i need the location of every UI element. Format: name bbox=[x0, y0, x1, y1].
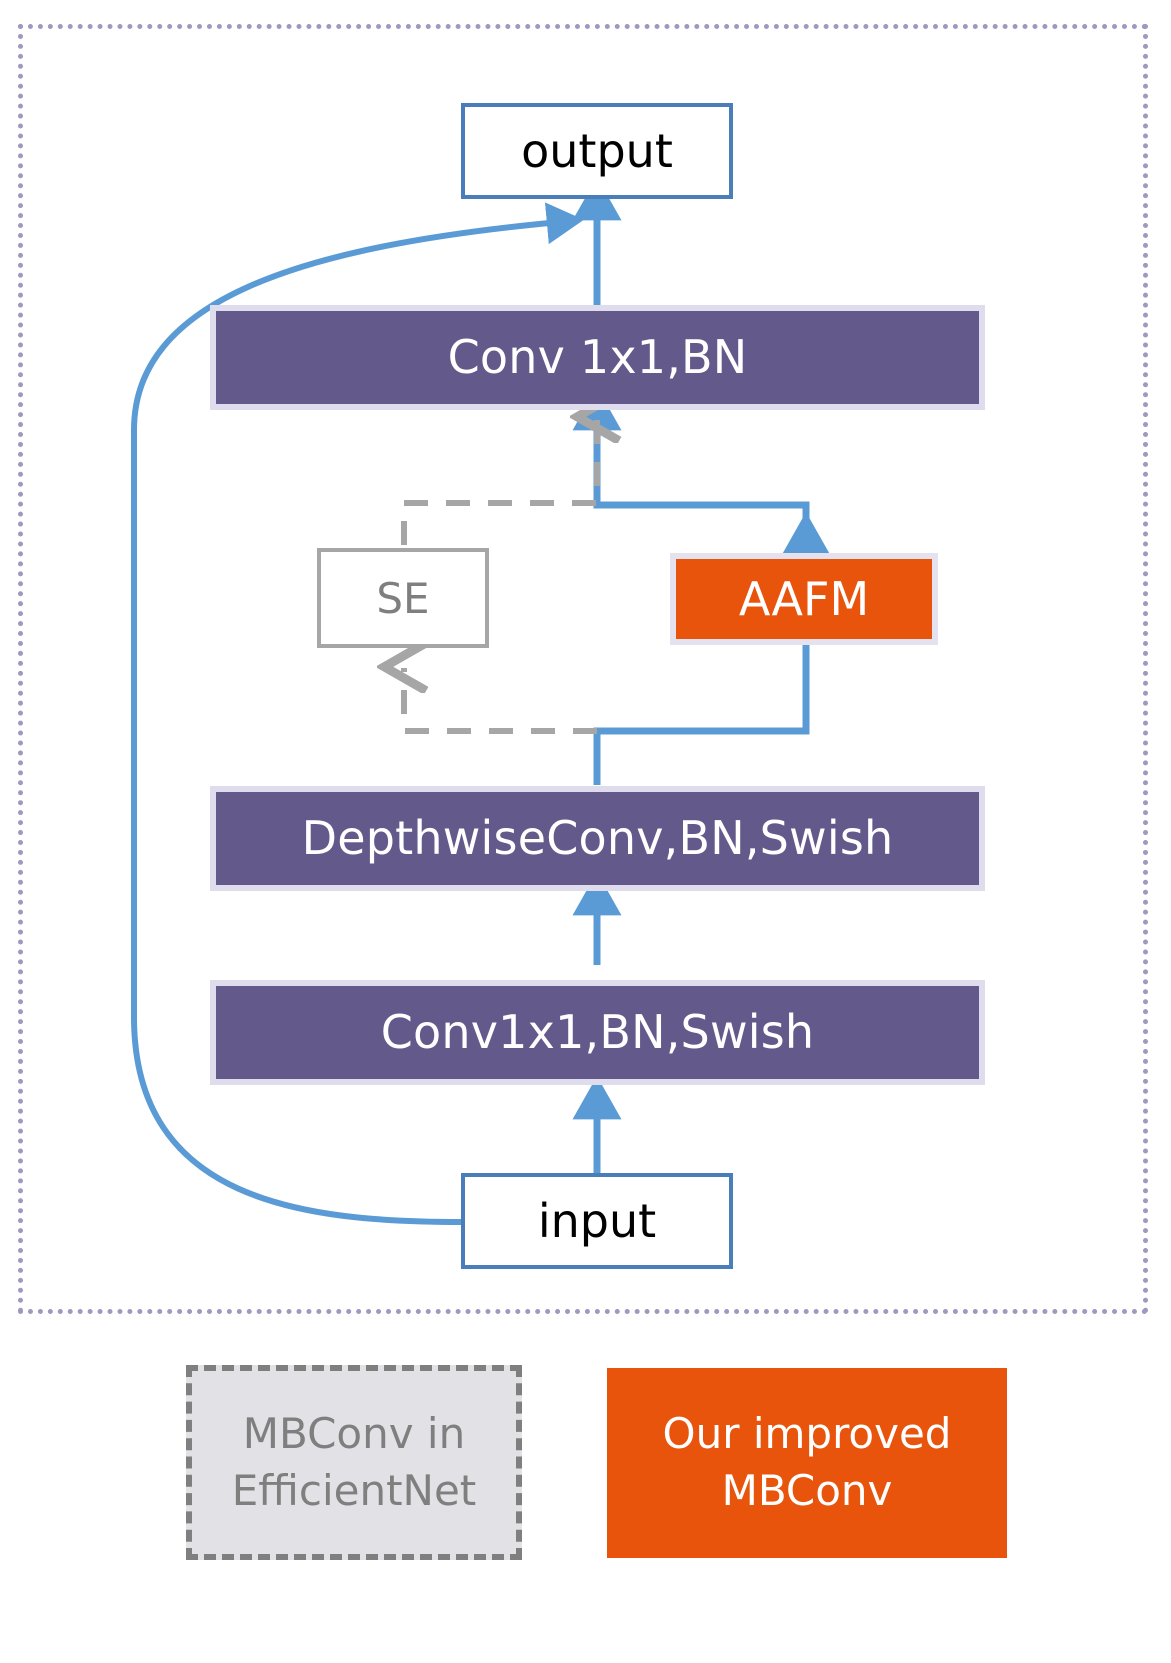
node-output[interactable]: output bbox=[461, 103, 733, 199]
legend-mbconv-efficientnet-line1: MBConv in bbox=[242, 1408, 466, 1458]
legend-mbconv-efficientnet-line2: EfficientNet bbox=[231, 1465, 477, 1515]
node-conv1x1-bn-swish-label: Conv1x1,BN,Swish bbox=[380, 1005, 815, 1060]
edge-residual-skip bbox=[131, 202, 584, 1225]
node-se-label: SE bbox=[376, 573, 430, 623]
node-se[interactable]: SE bbox=[317, 548, 489, 648]
legend-our-improved-mbconv-line1: Our improved bbox=[662, 1409, 952, 1459]
node-output-label: output bbox=[521, 124, 673, 178]
node-aafm-label: AAFM bbox=[738, 572, 870, 626]
edge-se-to-conv1x1bn bbox=[401, 418, 597, 545]
node-depthwise-conv[interactable]: DepthwiseConv,BN,Swish bbox=[210, 786, 985, 891]
node-conv1x1-bn-label: Conv 1x1,BN bbox=[447, 330, 748, 385]
edge-depthwise-to-se bbox=[404, 668, 597, 734]
node-input-label: input bbox=[537, 1194, 657, 1248]
legend-mbconv-efficientnet-text: MBConv in EfficientNet bbox=[232, 1406, 477, 1519]
legend-item-mbconv-efficientnet[interactable]: MBConv in EfficientNet bbox=[186, 1365, 522, 1560]
legend-our-improved-mbconv-text: Our improved MBConv bbox=[663, 1406, 952, 1519]
legend-item-our-improved-mbconv[interactable]: Our improved MBConv bbox=[607, 1368, 1007, 1558]
node-aafm[interactable]: AAFM bbox=[670, 553, 938, 645]
node-input[interactable]: input bbox=[461, 1173, 733, 1269]
node-conv1x1-bn-swish[interactable]: Conv1x1,BN,Swish bbox=[210, 980, 985, 1085]
mbconv-block-frame bbox=[18, 24, 1148, 1314]
node-conv1x1-bn[interactable]: Conv 1x1,BN bbox=[210, 305, 985, 410]
legend-our-improved-mbconv-line2: MBConv bbox=[721, 1466, 893, 1515]
node-depthwise-conv-label: DepthwiseConv,BN,Swish bbox=[301, 811, 894, 866]
